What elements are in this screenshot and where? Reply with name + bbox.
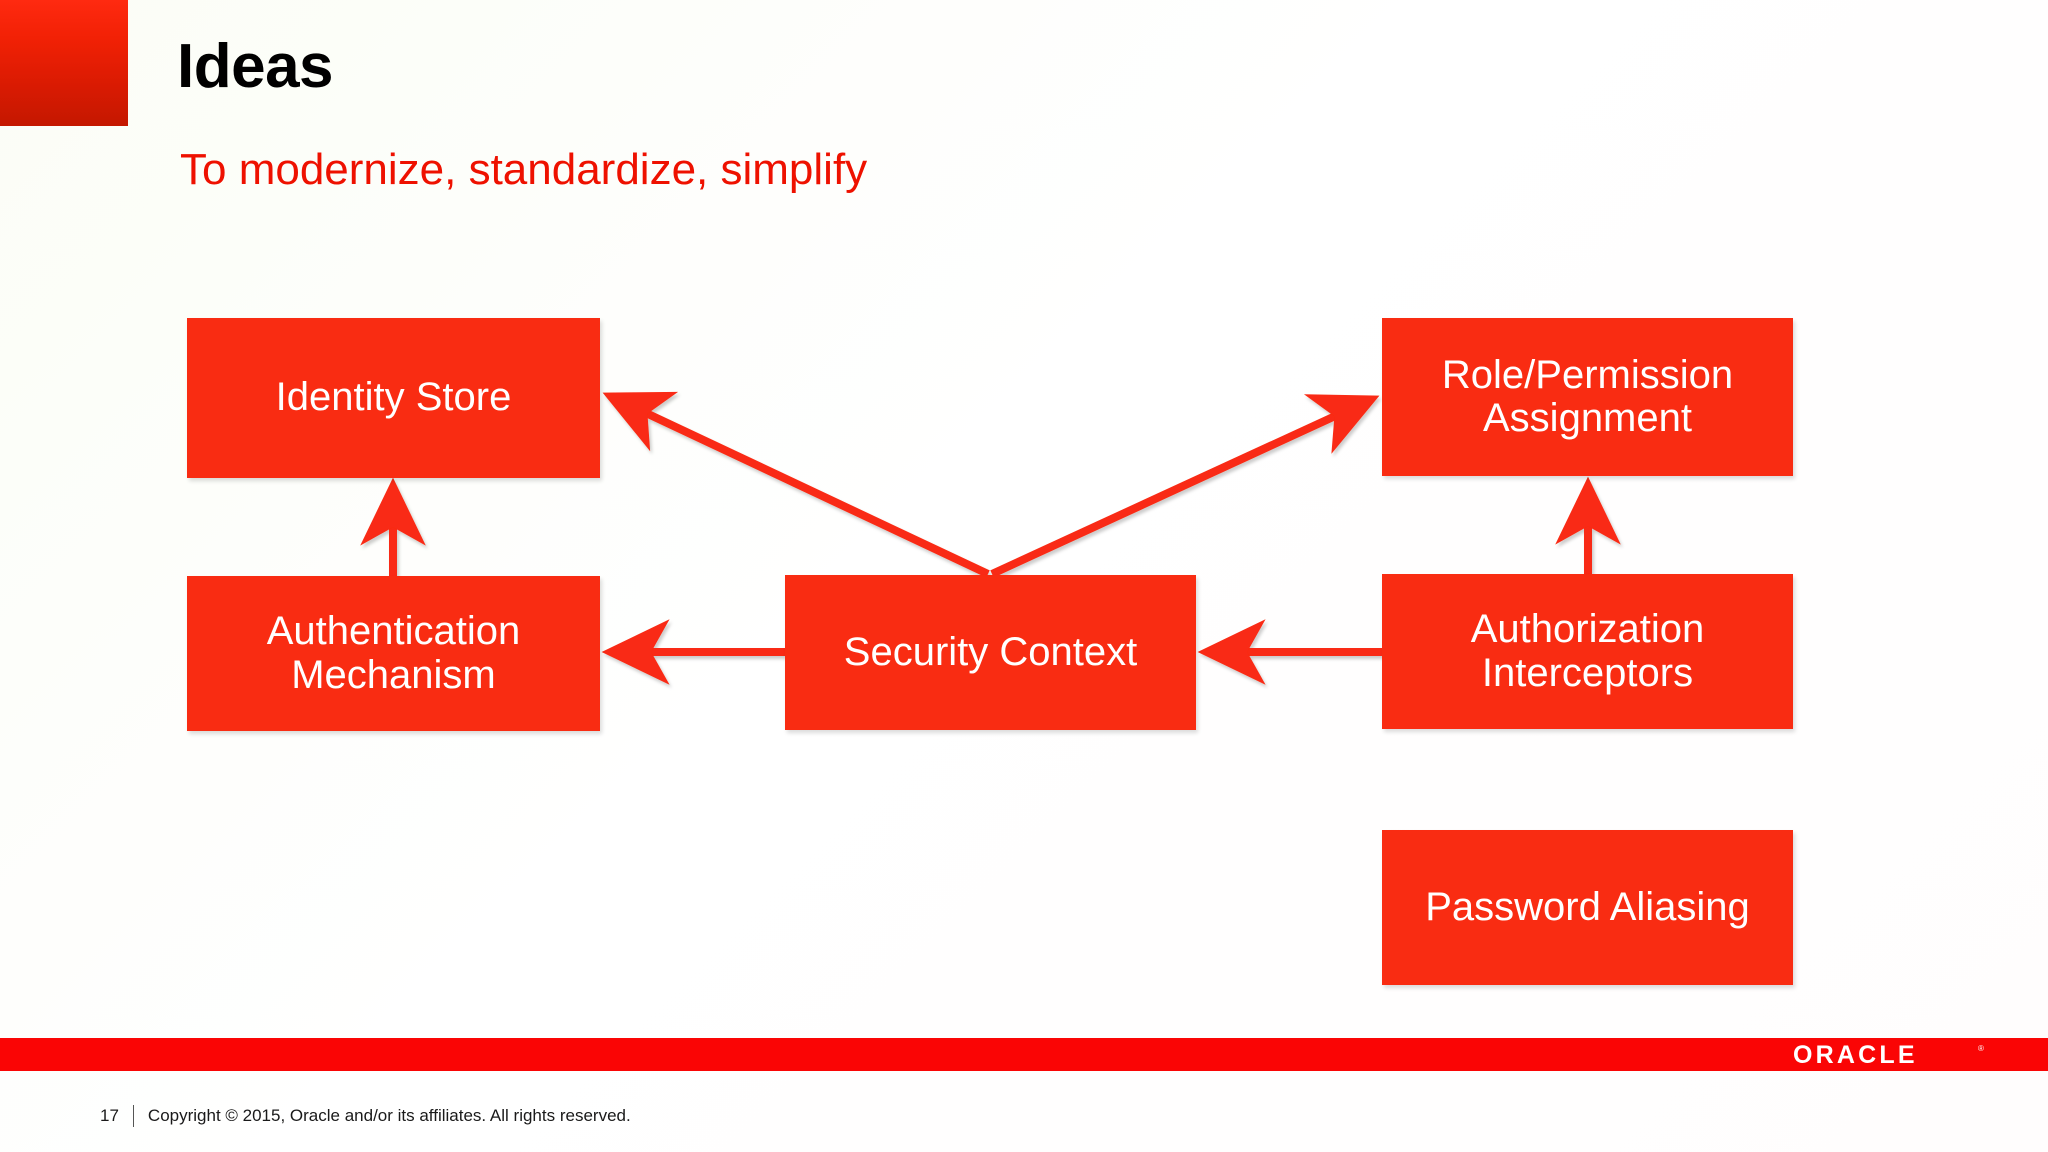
footer-page-number: 17 [100,1106,119,1125]
diagram-node-password-aliasing[interactable]: Password Aliasing [1382,830,1793,985]
oracle-logo-text: ORACLE [1793,1041,1918,1069]
node-label: Password Aliasing [1425,884,1750,929]
architecture-diagram: Identity Store Role/Permission Assignmen… [187,318,1793,985]
page-title: Ideas [177,32,334,101]
oracle-logo: ORACLE ® [1793,1041,1984,1069]
node-label: Security Context [843,629,1138,674]
footer-copyright: Copyright © 2015, Oracle and/or its affi… [147,1106,631,1125]
node-label-line2: Interceptors [1481,650,1694,695]
node-label-line1: Authentication [266,609,521,654]
edge-securitycontext-to-rolepermission [990,394,1380,578]
diagram-node-authorization-interceptors[interactable]: Authorization Interceptors [1382,574,1793,729]
footer-divider [132,1105,134,1127]
oracle-logo-trademark: ® [1978,1044,1984,1053]
node-label-line2: Mechanism [291,652,496,697]
diagram-node-authentication-mechanism[interactable]: Authentication Mechanism [187,576,600,731]
corner-accent-block [0,0,128,126]
diagram-node-identity-store[interactable]: Identity Store [187,318,600,478]
footer-brand-bar [0,1038,2048,1071]
footer: 17 Copyright © 2015, Oracle and/or its a… [100,1105,631,1127]
diagram-node-security-context[interactable]: Security Context [785,575,1196,730]
node-label-line2: Assignment [1483,396,1692,440]
node-label: Identity Store [275,375,512,420]
node-label-line1: Authorization [1470,607,1705,652]
node-label-line1: Role/Permission [1441,352,1734,397]
page-subtitle: To modernize, standardize, simplify [180,145,868,194]
edge-securitycontext-to-identitystore [602,391,990,578]
diagram-node-role-permission-assignment[interactable]: Role/Permission Assignment [1382,318,1793,476]
